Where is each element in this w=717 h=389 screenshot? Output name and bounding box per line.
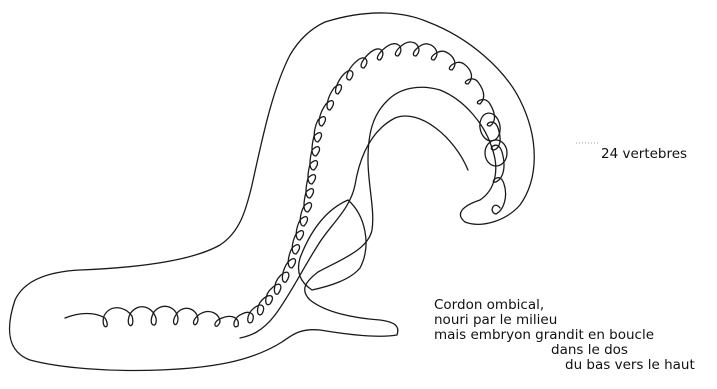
vertebra-oval-1 bbox=[478, 111, 503, 142]
umbilical-cord bbox=[299, 200, 367, 290]
note-line-4: dans le dos bbox=[551, 343, 628, 357]
note-line-2: nouri par le milieu bbox=[434, 313, 557, 327]
note-line-5: du bas vers le haut bbox=[565, 358, 695, 372]
vertebrae-label: 24 vertebres bbox=[601, 147, 687, 161]
vertebrae-coil bbox=[65, 42, 506, 327]
note-line-3: mais embryon grandit en boucle bbox=[434, 328, 654, 342]
note-line-1: Cordon ombical, bbox=[434, 298, 544, 312]
